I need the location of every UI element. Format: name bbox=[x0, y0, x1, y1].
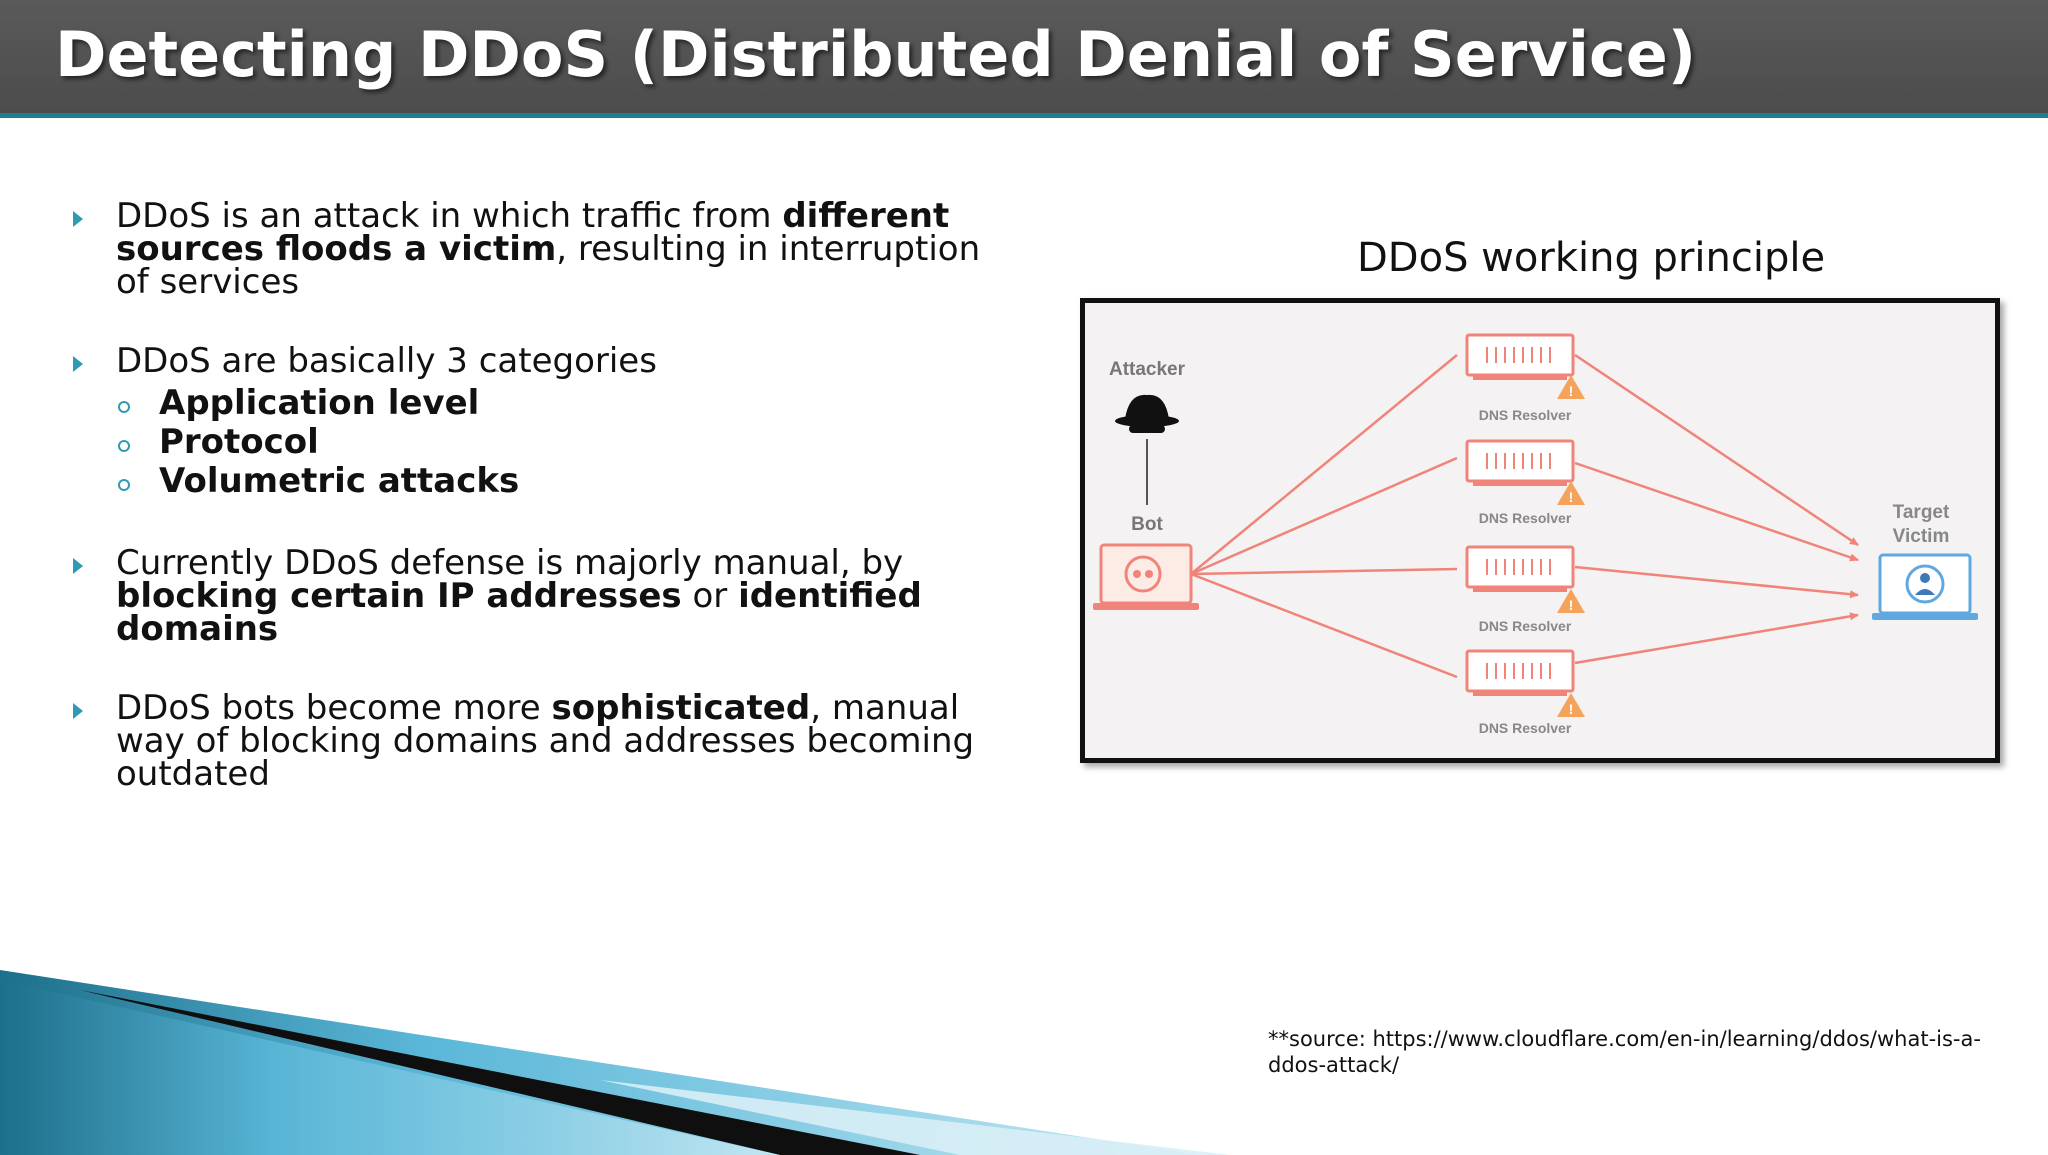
bullet-text: DDoS bots become more bbox=[116, 688, 552, 728]
resolver-label: DNS Resolver bbox=[1479, 407, 1572, 423]
triangle-bullet-icon bbox=[73, 211, 83, 227]
circle-bullet-icon bbox=[118, 401, 130, 413]
ddos-diagram: Attacker Bot bbox=[1080, 298, 2000, 763]
warning-triangle-icon bbox=[1557, 693, 1585, 717]
resolver-label: DNS Resolver bbox=[1479, 618, 1572, 634]
spy-hat-icon bbox=[1115, 394, 1179, 433]
bullet-item-categories: DDoS are basically 3 categories Applicat… bbox=[70, 344, 1010, 501]
subitem-text: Volumetric attacks bbox=[159, 461, 520, 501]
subitem-text: Protocol bbox=[159, 422, 319, 462]
svg-text:!: ! bbox=[1569, 489, 1574, 505]
svg-text:!: ! bbox=[1569, 597, 1574, 613]
source-note: **source: https://www.cloudflare.com/en-… bbox=[1268, 1027, 1981, 1077]
bullet-item-sophisticated-bots: DDoS bots become more sophisticated, man… bbox=[70, 691, 1010, 791]
triangle-bullet-icon bbox=[73, 703, 83, 719]
bullet-text: Currently DDoS defense is majorly manual… bbox=[116, 543, 904, 583]
circle-bullet-icon bbox=[118, 479, 130, 491]
bullet-text: or bbox=[681, 576, 739, 616]
server-icon bbox=[1465, 649, 1575, 693]
attacker-label: Attacker bbox=[1109, 359, 1186, 380]
title-bar: Detecting DDoS (Distributed Denial of Se… bbox=[0, 0, 2048, 118]
target-label-line2: Victim bbox=[1893, 526, 1950, 547]
ddos-diagram-svg: Attacker Bot bbox=[1093, 333, 1978, 736]
bullet-text-bold: sophisticated bbox=[551, 688, 811, 728]
bullet-item-manual-defense: Currently DDoS defense is majorly manual… bbox=[70, 546, 1010, 649]
circle-bullet-icon bbox=[118, 440, 130, 452]
resolver-label: DNS Resolver bbox=[1479, 720, 1572, 736]
bullet-text-bold: blocking certain IP addresses bbox=[116, 576, 682, 616]
dns-resolver-1: ! DNS Resolver bbox=[1465, 333, 1585, 423]
bullet-text: , manual way of blocking domains and add… bbox=[116, 688, 975, 794]
server-icon bbox=[1465, 439, 1575, 483]
bullet-text: DDoS are basically 3 categories bbox=[116, 341, 657, 381]
decorative-swoosh bbox=[0, 970, 1230, 1155]
bullet-text: , resulting in interruption of services bbox=[116, 229, 981, 302]
dns-resolver-4: ! DNS Resolver bbox=[1465, 649, 1585, 736]
dns-resolver-2: ! DNS Resolver bbox=[1465, 439, 1585, 526]
laptop-bot-icon bbox=[1093, 543, 1199, 610]
svg-text:!: ! bbox=[1569, 701, 1574, 717]
attack-flow-lines bbox=[1190, 354, 1458, 679]
subitem-text: Application level bbox=[159, 383, 480, 423]
laptop-user-icon bbox=[1872, 553, 1978, 620]
server-icon bbox=[1465, 545, 1575, 589]
svg-text:!: ! bbox=[1569, 383, 1574, 399]
server-icon bbox=[1465, 333, 1575, 377]
warning-triangle-icon bbox=[1557, 589, 1585, 613]
triangle-bullet-icon bbox=[73, 356, 83, 372]
subitem-protocol: Protocol bbox=[116, 423, 1010, 462]
bullet-list: DDoS is an attack in which traffic from … bbox=[70, 199, 1010, 837]
bot-label: Bot bbox=[1131, 514, 1163, 535]
amplified-flow-lines bbox=[1574, 353, 1859, 665]
resolver-label: DNS Resolver bbox=[1479, 510, 1572, 526]
warning-triangle-icon bbox=[1557, 375, 1585, 399]
slide-title: Detecting DDoS (Distributed Denial of Se… bbox=[55, 18, 1697, 91]
target-label-line1: Target bbox=[1893, 502, 1950, 523]
figure-title-text: DDoS working principle bbox=[1357, 235, 1826, 281]
triangle-bullet-icon bbox=[73, 558, 83, 574]
dns-resolver-3: ! DNS Resolver bbox=[1465, 545, 1585, 634]
bullet-item-ddos-definition: DDoS is an attack in which traffic from … bbox=[70, 199, 1010, 302]
bullet-text-bold: different sources floods a victim bbox=[116, 196, 950, 269]
subitem-volumetric-attacks: Volumetric attacks bbox=[116, 462, 1010, 501]
category-sublist: Application level Protocol Volumetric at… bbox=[116, 384, 1010, 501]
subitem-application-level: Application level bbox=[116, 384, 1010, 423]
warning-triangle-icon bbox=[1557, 481, 1585, 505]
bullet-text-bold: identified domains bbox=[116, 576, 922, 649]
bullet-text: DDoS is an attack in which traffic from bbox=[116, 196, 783, 236]
